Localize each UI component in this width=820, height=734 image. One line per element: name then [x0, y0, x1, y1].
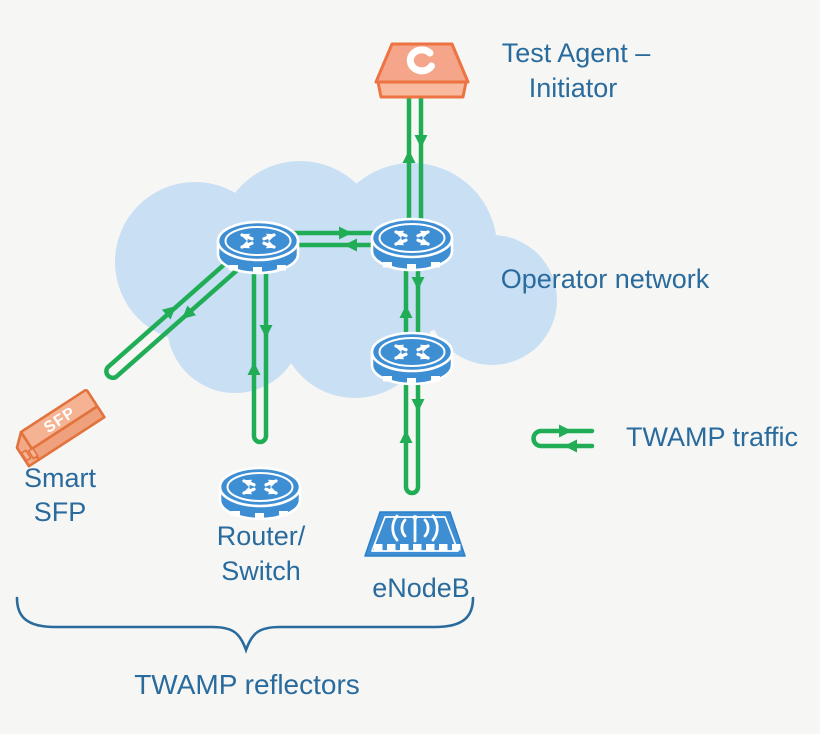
antenna-icon	[391, 514, 439, 543]
reflectors-label: TWAMP reflectors	[134, 669, 360, 700]
router-switch-label-line2: Switch	[221, 556, 301, 586]
sfp-pin	[27, 447, 39, 460]
smart-sfp-label-line2: SFP	[34, 497, 87, 527]
cloud-router-3-icon	[372, 333, 452, 384]
cloud-router-2-icon	[372, 219, 452, 270]
reflectors-brace	[15, 596, 475, 654]
cloud-router-1-icon	[218, 222, 298, 273]
router-switch-icon	[220, 468, 300, 519]
enodeb-icon	[364, 511, 466, 557]
agent-swirl-logo-icon	[406, 46, 435, 75]
legend: TWAMP traffic	[531, 422, 798, 453]
path-routerswitch-loop	[251, 238, 269, 445]
test-agent-label-line2: Initiator	[529, 73, 618, 103]
sfp-pin	[20, 449, 32, 462]
enodeb-ports	[374, 544, 461, 551]
path-smartsfp-loop	[104, 237, 263, 381]
legend-uturn-icon	[531, 428, 595, 449]
test-agent-icon	[374, 42, 470, 99]
operator-network-label: Operator network	[501, 264, 710, 294]
enodeb-label: eNodeB	[372, 573, 470, 603]
router-switch-label-line1: Router/	[217, 521, 306, 551]
legend-label: TWAMP traffic	[626, 422, 798, 452]
smart-sfp-label-line1: Smart	[24, 463, 97, 493]
smart-sfp-icon: SFP	[15, 388, 106, 468]
path-enodeb-loop	[403, 349, 421, 496]
test-agent-label-line1: Test Agent –	[502, 38, 651, 68]
operator-network-cloud	[115, 161, 557, 398]
